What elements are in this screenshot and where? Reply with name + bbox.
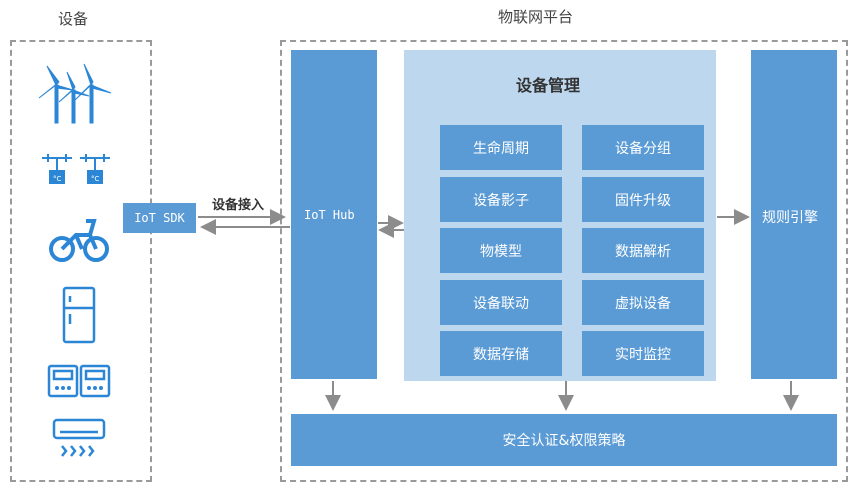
mgmt-thing-model: 物模型 (440, 228, 562, 273)
rules-engine-label: 规则引擎 (762, 210, 818, 226)
mgmt-data-storage: 数据存储 (440, 331, 562, 376)
rules-engine-box: 规则引擎 (751, 50, 837, 379)
temperature-sensor-icon: °C °C (40, 150, 112, 190)
mgmt-virtual-device: 虚拟设备 (582, 280, 704, 325)
security-bar: 安全认证&权限策略 (291, 414, 837, 466)
mgmt-device-group: 设备分组 (582, 125, 704, 170)
device-management-title: 设备管理 (516, 76, 581, 95)
iot-hub-label: IoT Hub (304, 208, 355, 222)
bicycle-icon (48, 213, 110, 265)
air-conditioner-icon (52, 418, 106, 462)
meter-icon (47, 364, 111, 398)
svg-text:°C: °C (53, 175, 62, 183)
mgmt-lifecycle: 生命周期 (440, 125, 562, 170)
wind-turbine-icon (35, 60, 115, 130)
platform-title: 物联网平台 (498, 8, 574, 26)
mgmt-realtime-monitoring: 实时监控 (582, 331, 704, 376)
mgmt-device-shadow: 设备影子 (440, 177, 562, 222)
devices-container (10, 40, 152, 482)
security-label: 安全认证&权限策略 (502, 433, 626, 449)
platform-container (280, 40, 848, 482)
mgmt-firmware-upgrade: 固件升级 (582, 177, 704, 222)
mgmt-device-linkage: 设备联动 (440, 280, 562, 325)
refrigerator-icon (62, 286, 96, 344)
connection-label: 设备接入 (212, 198, 265, 213)
mgmt-data-parsing: 数据解析 (582, 228, 704, 273)
svg-text:°C: °C (91, 175, 100, 183)
iot-sdk-label: IoT SDK (134, 211, 185, 225)
iot-hub-box: IoT Hub (291, 50, 377, 379)
devices-title: 设备 (58, 10, 89, 28)
iot-sdk-box: IoT SDK (123, 203, 196, 233)
